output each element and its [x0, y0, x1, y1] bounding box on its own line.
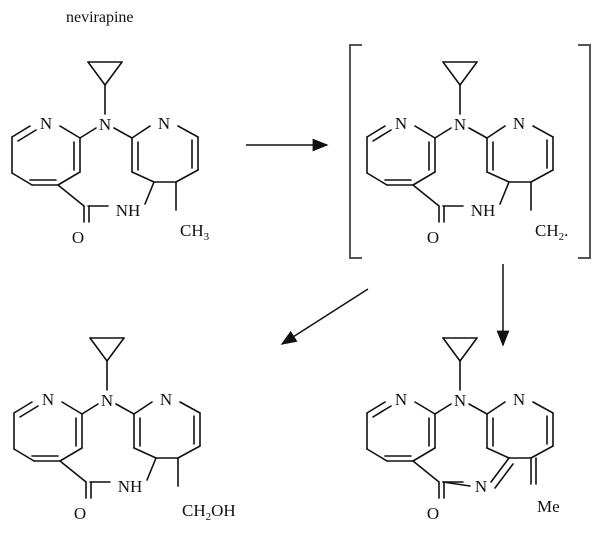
cyclopropyl-bond — [104, 61, 123, 86]
bond — [175, 169, 199, 183]
bond — [59, 460, 87, 483]
cyclopropyl-bond — [442, 337, 461, 362]
bond — [57, 171, 81, 186]
bond — [468, 127, 488, 139]
bond — [59, 125, 81, 139]
molecule-radical-intermediate: N N O N NH CH2. — [366, 61, 568, 247]
atom-n-right-pyridine: N — [513, 390, 525, 409]
bracket-right — [578, 44, 591, 259]
bond — [530, 445, 554, 459]
bond — [414, 125, 436, 139]
bond — [177, 445, 201, 459]
atom-o-carbonyl: O — [427, 228, 439, 247]
atom-nh-amide: NH — [118, 477, 143, 496]
bond — [486, 171, 510, 183]
atom-nh-amide: NH — [471, 201, 496, 220]
bond — [372, 129, 392, 142]
bond — [57, 184, 85, 207]
bracket-left — [349, 44, 362, 259]
bond — [133, 401, 153, 415]
atom-n-right-pyridine: N — [513, 114, 525, 133]
bond — [412, 447, 436, 462]
bond — [113, 127, 133, 139]
atom-n-imine: N — [475, 477, 487, 496]
atom-n-left-pyridine: N — [40, 114, 52, 133]
atom-n-left-pyridine: N — [42, 390, 54, 409]
bond — [366, 125, 386, 138]
cyclopropyl-bond — [106, 337, 125, 362]
bond — [59, 447, 83, 462]
bond — [442, 481, 471, 487]
atom-n-bridge: N — [99, 115, 111, 134]
substituent-hydroxymethyl: CH2OH — [182, 501, 236, 523]
bond — [532, 401, 554, 414]
cyclopropyl-bond — [459, 61, 478, 86]
bond — [17, 129, 37, 142]
bond — [414, 401, 436, 415]
bond — [131, 171, 155, 183]
bond — [179, 401, 201, 414]
cyclopropyl-bond — [89, 337, 108, 362]
atom-n-right-pyridine: N — [160, 390, 172, 409]
molecule-quinone-methide: N N O N N Me — [366, 337, 560, 523]
bond — [81, 403, 99, 415]
arrow-to-hydroxylation — [280, 288, 369, 345]
atom-n-bridge: N — [454, 115, 466, 134]
atom-n-right-pyridine: N — [158, 114, 170, 133]
bond — [530, 169, 554, 183]
cyclopropyl-bond — [87, 61, 106, 86]
bond — [412, 460, 440, 483]
bond — [366, 401, 386, 414]
bond — [146, 457, 157, 481]
bond — [61, 401, 83, 415]
bond — [412, 184, 440, 207]
bond — [131, 125, 151, 139]
bond — [177, 125, 199, 138]
bond — [13, 401, 33, 414]
substituent-methylene-radical: CH2. — [535, 221, 568, 243]
bond — [13, 448, 35, 462]
atom-o-carbonyl: O — [74, 504, 86, 523]
bond — [434, 403, 452, 415]
substituent-methylene-me: Me — [537, 497, 560, 516]
atom-o-carbonyl: O — [72, 228, 84, 247]
substituent-methyl: CH3 — [180, 221, 210, 243]
bond — [115, 403, 135, 415]
bond — [19, 405, 39, 418]
bond — [366, 172, 388, 186]
bond — [412, 171, 436, 186]
title-label: nevirapine — [66, 9, 134, 26]
bond — [434, 127, 452, 139]
atom-n-left-pyridine: N — [395, 114, 407, 133]
bond — [144, 181, 155, 205]
bond — [468, 403, 488, 415]
bond — [133, 447, 157, 459]
bond — [486, 447, 510, 459]
bond — [486, 125, 506, 139]
bond — [494, 463, 514, 489]
bond — [532, 125, 554, 138]
bond — [366, 448, 388, 462]
molecule-nevirapine: N N O N NH CH3 — [11, 61, 210, 247]
bond — [79, 127, 97, 139]
cyclopropyl-bond — [442, 61, 461, 86]
atom-n-left-pyridine: N — [395, 390, 407, 409]
atom-n-bridge: N — [101, 391, 113, 410]
bond — [11, 125, 31, 138]
bond — [372, 405, 392, 418]
molecule-hydroxymethyl-metabolite: N N O N NH CH2OH — [13, 337, 236, 523]
bond — [490, 457, 510, 483]
atom-nh-amide: NH — [116, 201, 141, 220]
bond — [499, 181, 510, 205]
atom-n-bridge: N — [454, 391, 466, 410]
bond — [11, 172, 33, 186]
bond — [486, 401, 506, 415]
cyclopropyl-bond — [459, 337, 478, 362]
atom-o-carbonyl: O — [427, 504, 439, 523]
